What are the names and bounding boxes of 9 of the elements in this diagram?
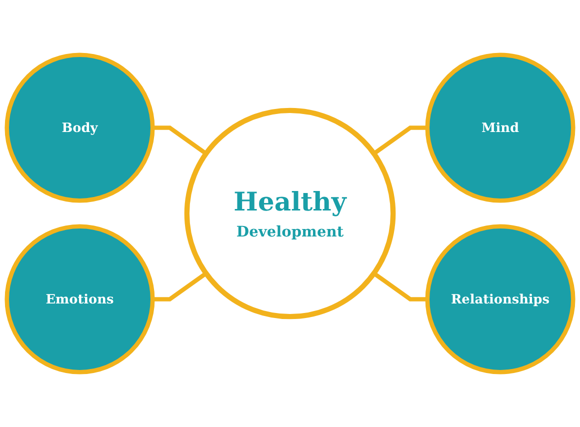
node-circle: Healthy Development [184,108,396,320]
connector [372,272,428,302]
connector [152,126,208,156]
node-circle: Body [4,52,155,203]
connector [152,272,208,302]
node-circle: Emotions [4,224,155,374]
node-circle: Relationships [425,224,576,374]
connector [372,126,428,156]
node-circle: Mind [425,52,576,203]
